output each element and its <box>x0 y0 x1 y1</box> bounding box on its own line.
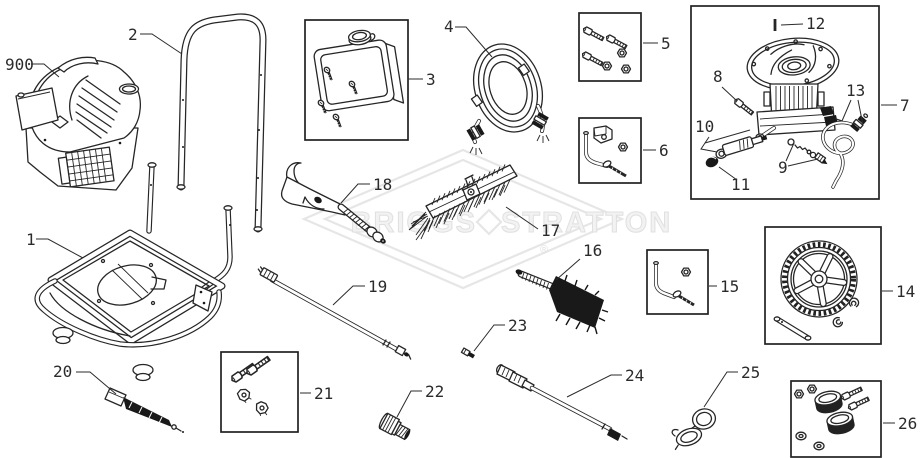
part-frame <box>34 162 233 382</box>
callout-nozzle-fitting: 22 <box>425 382 444 401</box>
callout-wand: 19 <box>368 277 387 296</box>
part-hardware-kit <box>790 380 882 458</box>
part-lance <box>495 364 628 441</box>
part-inlet-kit <box>578 117 642 184</box>
part-push-broom <box>408 164 518 241</box>
callout-chemical-tube: 10 <box>695 117 714 136</box>
callout-pump: 7 <box>900 96 910 115</box>
part-knob-kit <box>220 351 299 433</box>
callout-hose: 4 <box>444 17 454 36</box>
callout-hand-brush: 16 <box>583 241 602 260</box>
watermark-registered-mark: ® <box>540 244 548 256</box>
callouts: 900 2 1 3 4 5 6 7 8 9 10 11 12 13 14 15 … <box>5 14 917 433</box>
part-pin <box>460 347 475 359</box>
part-inlet-cap <box>671 408 717 451</box>
callout-wheel-kit: 14 <box>896 282 915 301</box>
callout-elbow-kit: 15 <box>720 277 739 296</box>
part-hose <box>466 43 550 155</box>
part-panel-kit <box>304 19 409 141</box>
callout-pin: 23 <box>508 316 527 335</box>
watermark-text-right: STRATTON <box>501 207 672 239</box>
callout-frame: 1 <box>26 230 36 249</box>
callout-bolt-kit: 5 <box>661 34 671 53</box>
part-wheel-kit <box>764 226 882 345</box>
callout-hardware-kit: 26 <box>898 414 917 433</box>
callout-pump-hose: 13 <box>846 81 865 100</box>
part-elbow-kit <box>646 249 709 315</box>
part-valve-parts <box>787 138 828 165</box>
part-bolt-kit <box>578 12 642 82</box>
callout-panel: 3 <box>426 70 436 89</box>
callout-key-pin: 12 <box>806 14 825 33</box>
callout-engine: 900 <box>5 55 34 74</box>
callout-inlet-kit: 6 <box>659 141 669 160</box>
callout-pump-cap: 11 <box>731 175 750 194</box>
part-engine <box>15 56 142 191</box>
callout-push-broom: 17 <box>541 221 560 240</box>
part-nozzle-fitting <box>378 412 411 441</box>
part-handle <box>176 13 267 233</box>
callout-inlet-cap: 25 <box>741 363 760 382</box>
callout-nozzle-cleaner: 20 <box>53 362 72 381</box>
callout-spray-gun: 18 <box>373 175 392 194</box>
part-spray-gun <box>280 162 386 244</box>
part-wand <box>257 266 412 360</box>
callout-valve-parts: 9 <box>778 158 788 177</box>
callout-lance: 24 <box>625 366 644 385</box>
part-hand-brush <box>515 269 609 335</box>
part-nozzle-cleaner <box>104 387 184 433</box>
part-pump-assembly <box>690 5 880 200</box>
part-chemical-tube <box>715 135 768 159</box>
callout-knob-kit: 21 <box>314 384 333 403</box>
part-pump-cap <box>705 156 719 168</box>
callout-pump-bolt: 8 <box>713 67 723 86</box>
callout-handle: 2 <box>128 25 138 44</box>
